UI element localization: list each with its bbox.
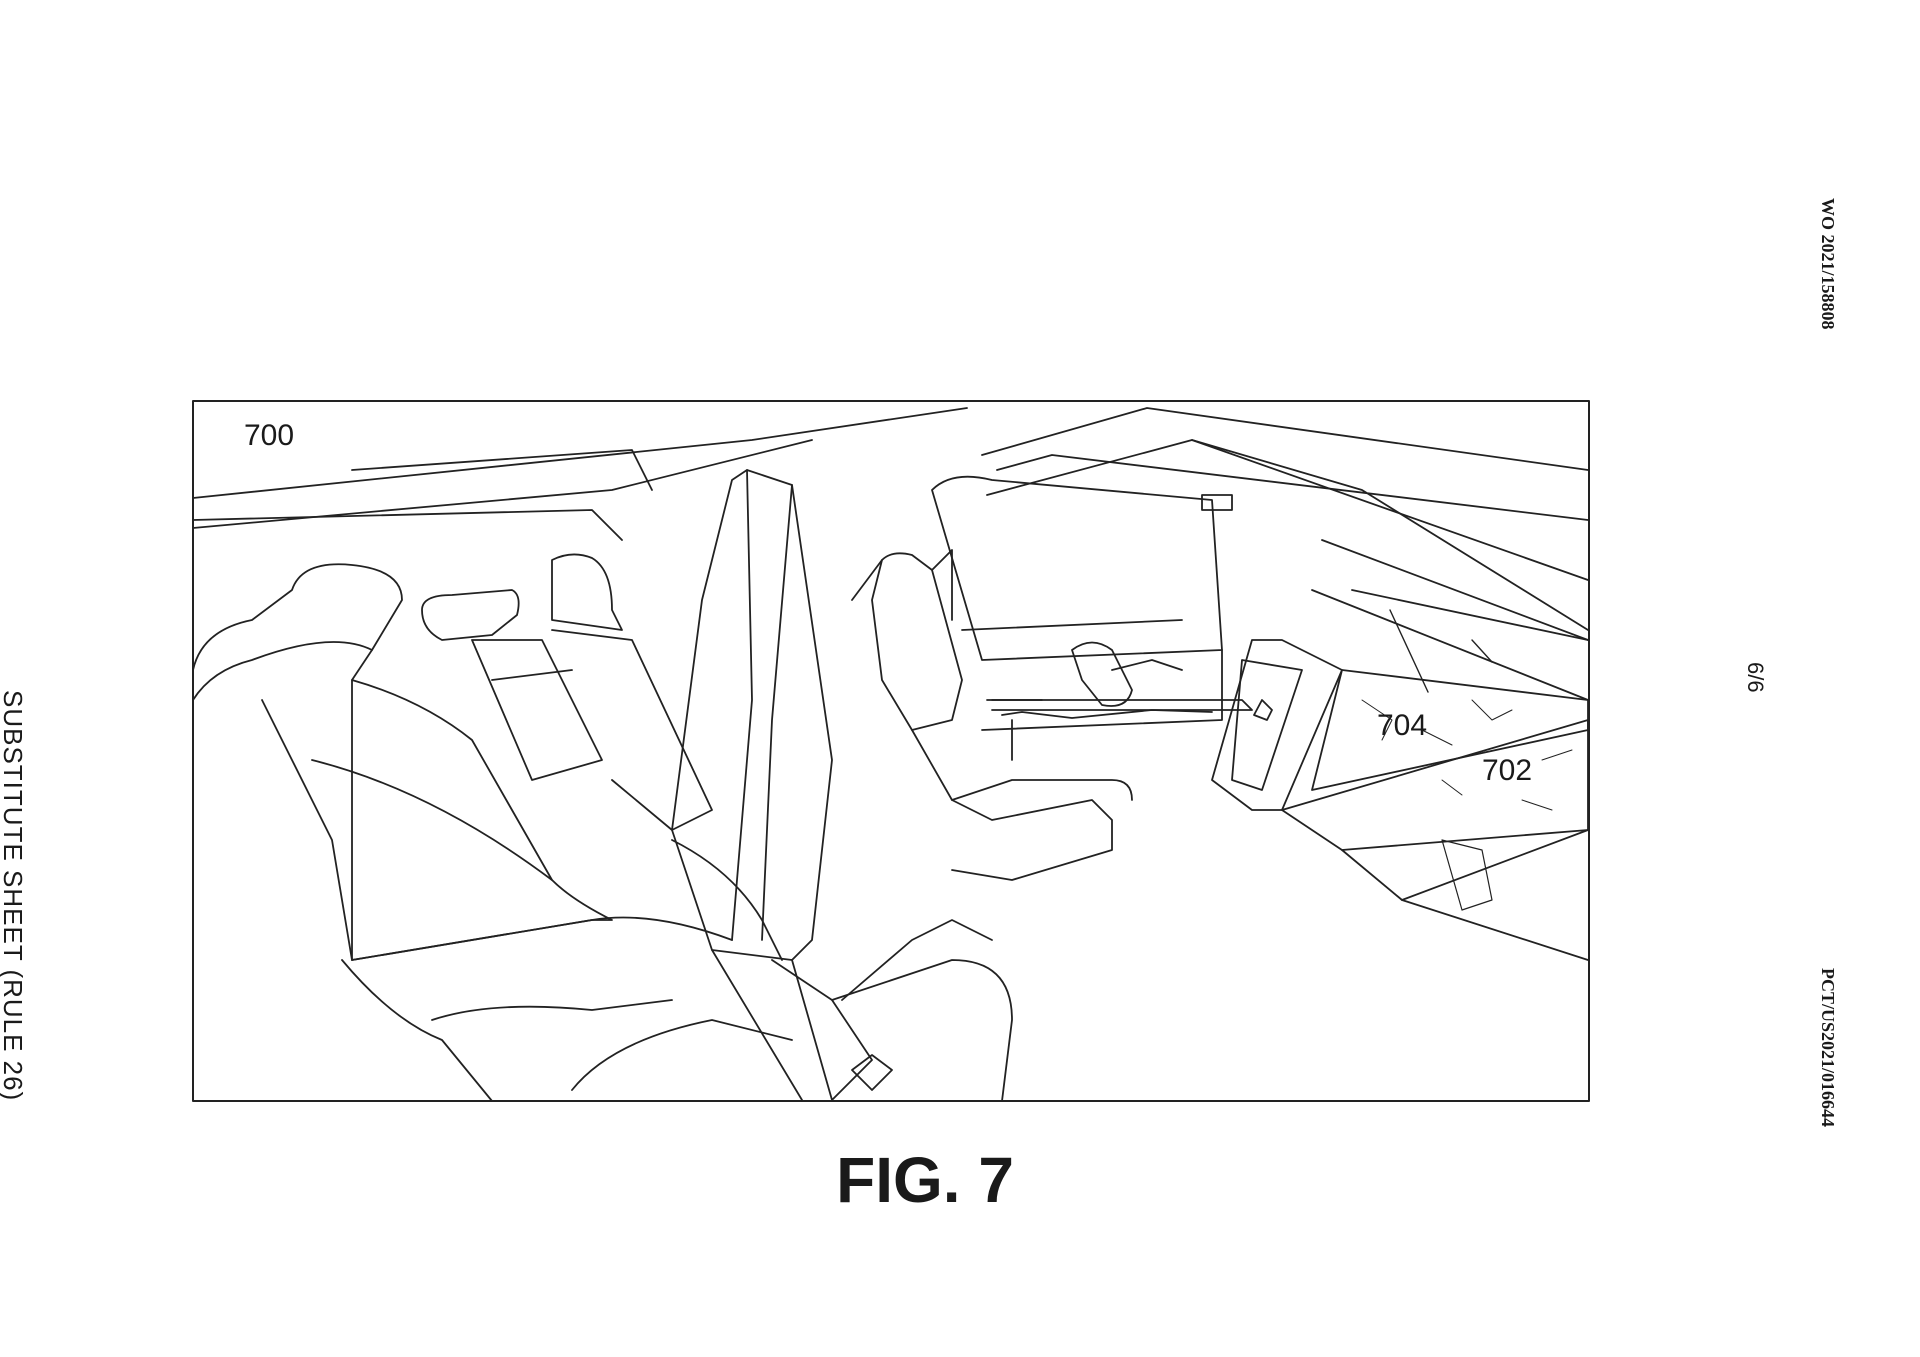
vehicle-interior-drawing: 700 704 702 [192,400,1590,1102]
dashboard-702 [1281,719,1589,901]
substitute-sheet-note: SUBSTITUTE SHEET (RULE 26) [0,690,28,1102]
publication-number: WO 2021/158808 [1818,198,1838,330]
steering-wheel [1071,641,1133,707]
figure-title: FIG. 7 [0,1143,1850,1217]
application-number: PCT/US2021/016644 [1818,968,1838,1128]
rear-seat-left [192,563,403,701]
driver-seat-back [871,552,963,731]
figure-title-text: FIG. 7 [836,1144,1014,1216]
ref-numeral-702: 702 [1482,754,1532,787]
drawing-frame [192,400,1590,1102]
lighting-strip-704 [1311,669,1589,791]
ref-numeral-704: 704 [1377,709,1427,742]
front-seat-back [671,469,833,961]
sheet-number: 6/6 [1743,662,1768,693]
ref-numeral-700: 700 [244,419,294,452]
